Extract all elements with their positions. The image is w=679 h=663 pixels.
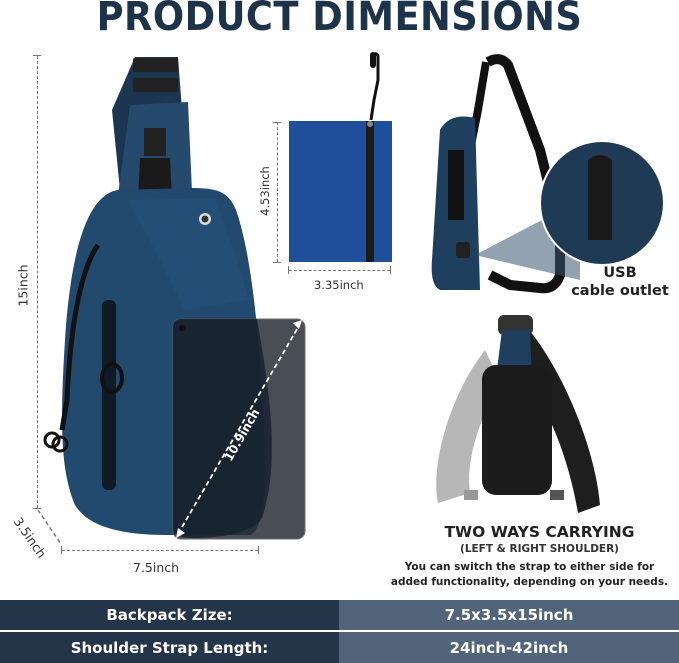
usb-label-line1: USB: [603, 265, 637, 281]
spec-row-size: Backpack Zize: 7.5x3.5x15inch: [0, 600, 679, 630]
pocket-height-line: [277, 122, 278, 262]
spec-value: 24inch-42inch: [339, 632, 679, 663]
height-tick-top: [33, 55, 41, 56]
height-dimension-line: [37, 56, 38, 508]
pocket-width-tick-right: [390, 266, 391, 274]
page-title: PRODUCT DIMENSIONS: [96, 0, 583, 40]
width-label: 7.5inch: [133, 560, 180, 575]
pocket-width-tick-left: [288, 266, 289, 274]
carrying-description: You can switch the strap to either side …: [380, 560, 679, 590]
height-label: 15inch: [15, 264, 31, 307]
pocket-height-label: 4.53inch: [257, 166, 272, 216]
spec-label: Shoulder Strap Length:: [0, 632, 339, 663]
pocket-height-tick-bottom: [273, 262, 281, 263]
spec-value: 7.5x3.5x15inch: [339, 600, 679, 630]
tablet-illustration: [172, 318, 306, 540]
carrying-description-line2: added functionality, depending on your n…: [390, 576, 669, 588]
spec-label: Backpack Zize:: [0, 600, 339, 630]
spec-row-strap: Shoulder Strap Length: 24inch-42inch: [0, 632, 679, 663]
usb-label-line2: cable outlet: [571, 283, 669, 299]
width-tick-right: [258, 546, 259, 554]
carrying-subtitle: (LEFT & RIGHT SHOULDER): [460, 543, 619, 555]
side-view-bag-illustration: [425, 50, 679, 300]
usb-label: USB cable outlet: [565, 264, 675, 300]
back-view-bag-illustration: [410, 305, 610, 520]
carrying-description-line1: You can switch the strap to either side …: [404, 561, 655, 573]
pocket-width-line: [289, 270, 390, 271]
pocket-width-label: 3.35inch: [314, 278, 364, 292]
height-tick-bottom: [33, 508, 41, 509]
width-tick-left: [61, 546, 62, 554]
pocket-illustration: [288, 50, 393, 265]
carrying-title: TWO WAYS CARRYING: [444, 523, 635, 541]
width-dimension-line: [62, 550, 258, 551]
